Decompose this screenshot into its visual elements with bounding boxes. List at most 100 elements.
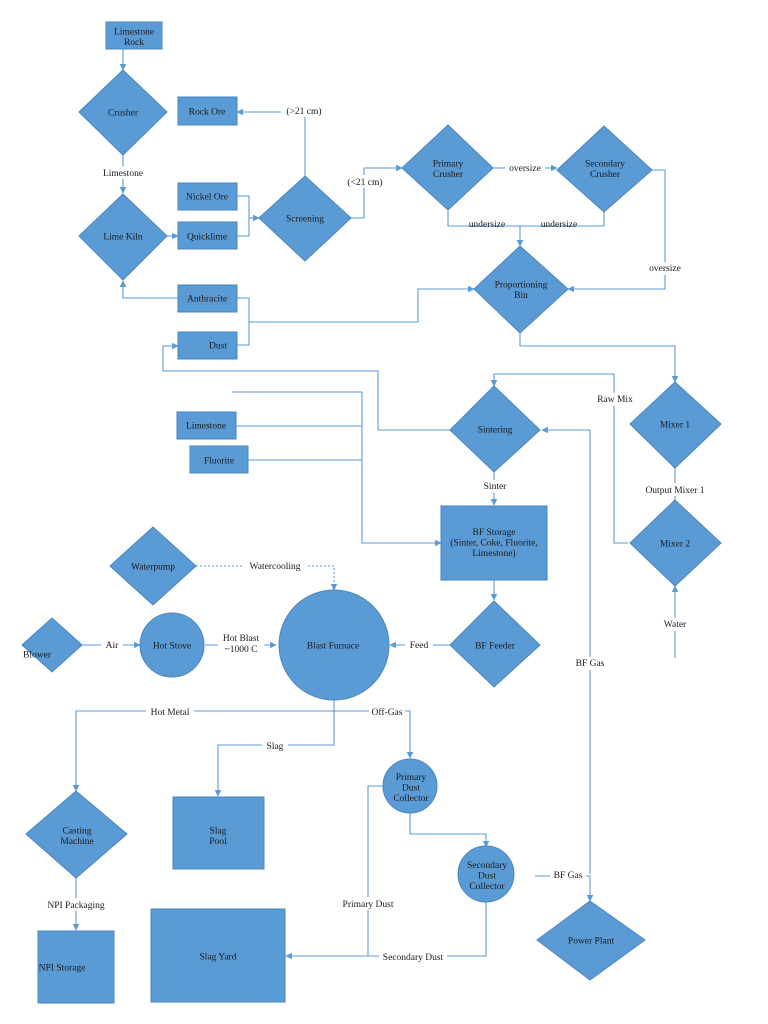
edge-rawmix-sintering — [490, 373, 628, 544]
label-npi-packaging: NPI Packaging — [47, 901, 105, 911]
node-waterpump — [109, 526, 197, 606]
edge-secondary-oversize-bin — [567, 169, 666, 293]
node-bf-feeder — [449, 600, 541, 688]
edge-sintering-dust — [162, 342, 450, 431]
label-waterpump: Waterpump — [131, 563, 175, 573]
edge-top-feed — [232, 391, 363, 460]
label-sinter: Sinter — [484, 482, 508, 492]
label-slag-yard: Slag Yard — [200, 953, 237, 963]
label-bf-feeder: BF Feeder — [475, 642, 516, 652]
node-proportioning-bin — [473, 245, 569, 334]
label-lime-kiln: Lime Kiln — [103, 233, 143, 243]
label-hot-metal: Hot Metal — [151, 708, 190, 718]
label-oversize-2: oversize — [649, 264, 681, 274]
edge-watercooling — [196, 565, 338, 591]
label-raw-mix: Raw Mix — [597, 395, 633, 405]
edge-off-gas-collector — [334, 710, 414, 759]
node-limestone-rock — [105, 21, 163, 50]
edge-screening-primary-crusher — [351, 164, 403, 219]
label-limestone-edge: Limestone — [103, 169, 143, 179]
edge-bf-gas-sintering — [541, 426, 591, 874]
edge-feed-bf-storage — [361, 460, 442, 547]
edge-screening-rock-ore — [236, 108, 306, 176]
node-secondary-dust-collector — [457, 845, 515, 903]
label-mixer2: Mixer 2 — [660, 540, 691, 550]
label-nickel-ore: Nickel Ore — [186, 193, 228, 203]
edge-hot-metal-casting — [72, 710, 334, 792]
node-mixer2 — [629, 499, 722, 587]
node-npi-storage — [37, 930, 115, 1004]
label-npi-storage: NPI Storage — [39, 964, 86, 974]
edge-secondary-undersize — [520, 210, 605, 227]
label-hot-blast: Hot Blast~1000 C — [223, 634, 260, 655]
label-watercooling: Watercooling — [250, 562, 301, 572]
label-power-plant: Power Plant — [568, 937, 615, 947]
label-blast-furnace: Blast Furnace — [307, 642, 360, 652]
label-quicklime: Quicklime — [187, 233, 227, 243]
label-water: Water — [664, 620, 687, 630]
label-off-gas: Off-Gas — [372, 707, 403, 718]
node-slag-yard — [150, 908, 286, 1003]
node-crusher — [78, 69, 168, 156]
node-quicklime — [177, 221, 238, 250]
label-output-mixer1: Output Mixer 1 — [645, 486, 704, 496]
label-feed: Feed — [410, 641, 429, 651]
label-rock-ore: Rock Ore — [189, 108, 226, 118]
edge-primary-secondary-collector — [409, 812, 490, 848]
label-dust: Dust — [209, 342, 227, 352]
label-bf-storage: BF Storage(Sinter, Coke, Fluorite,Limest… — [450, 528, 538, 559]
label-mixer1: Mixer 1 — [660, 421, 691, 431]
edge-secondary-dust-yard — [285, 900, 487, 960]
node-sintering — [449, 385, 541, 473]
label-undersize-2: undersize — [541, 220, 577, 230]
label-oversize-1: oversize — [509, 164, 541, 174]
node-secondary-crusher — [556, 125, 653, 213]
node-screening — [258, 175, 352, 262]
edge-labels: (>21 cm) Limestone (<21 cm) oversize und… — [42, 104, 710, 963]
label-gt21: (>21 cm) — [286, 106, 321, 117]
label-screening: Screening — [286, 215, 324, 225]
node-primary-crusher — [401, 124, 494, 211]
node-casting-machine — [25, 790, 128, 879]
node-blast-furnace — [278, 589, 390, 701]
label-undersize-1: undersize — [469, 220, 505, 230]
edge-anthracite-lime-kiln — [119, 280, 178, 299]
label-sintering: Sintering — [478, 426, 513, 436]
label-lt21: (<21 cm) — [347, 177, 382, 188]
node-limestone — [176, 411, 237, 440]
label-fluorite: Fluorite — [204, 457, 234, 467]
label-blower: Blower — [23, 651, 52, 661]
node-bf-storage — [440, 505, 548, 581]
edge-slag-pool — [214, 711, 335, 797]
node-nickel-ore — [177, 182, 238, 211]
node-slag-pool — [172, 796, 265, 870]
node-anthracite — [177, 284, 238, 313]
label-secondary-dust: Secondary Dust — [383, 953, 444, 963]
node-dust — [177, 331, 238, 360]
label-hot-stove: Hot Stove — [153, 642, 191, 652]
label-air: Air — [106, 641, 120, 651]
edge-ore-bracket — [237, 195, 250, 237]
label-primary-dust: Primary Dust — [343, 900, 394, 910]
label-bf-gas-2: BF Gas — [554, 871, 583, 881]
edge-to-proportioning-bin — [249, 285, 475, 323]
node-hot-stove — [139, 612, 205, 678]
nodes — [21, 21, 722, 1004]
label-bf-gas: BF Gas — [576, 659, 605, 669]
node-primary-dust-collector — [382, 758, 438, 814]
edge-primary-dust-yard — [367, 785, 384, 956]
label-crusher: Crusher — [108, 109, 139, 119]
label-anthracite: Anthracite — [187, 295, 227, 305]
label-limestone: Limestone — [186, 422, 226, 432]
node-mixer1 — [629, 381, 722, 469]
node-rock-ore — [177, 96, 238, 126]
